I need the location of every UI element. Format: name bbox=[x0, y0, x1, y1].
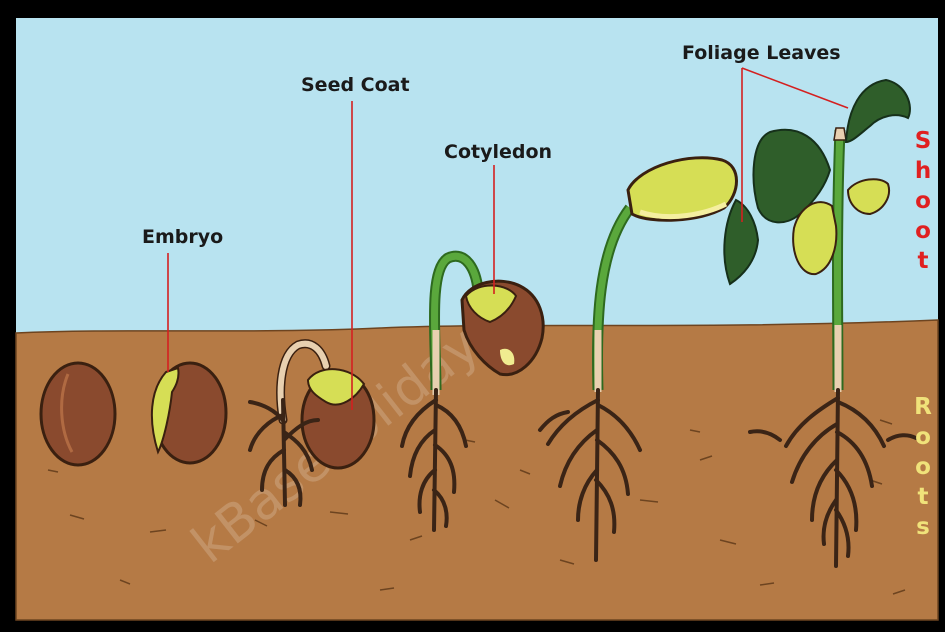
cotyledon-label: Cotyledon bbox=[444, 141, 552, 163]
shoot-letter: o bbox=[908, 186, 938, 216]
shoot-letter: t bbox=[908, 246, 938, 276]
stage1-seed bbox=[41, 363, 115, 465]
shoot-letter: o bbox=[908, 216, 938, 246]
roots-letter: s bbox=[908, 512, 938, 542]
roots-letter: R bbox=[908, 392, 938, 422]
roots-label: R o o t s bbox=[908, 392, 938, 542]
seed-coat-label: Seed Coat bbox=[301, 74, 410, 96]
shoot-letter: S bbox=[908, 126, 938, 156]
roots-letter: o bbox=[908, 452, 938, 482]
shoot-letter: h bbox=[908, 156, 938, 186]
shoot-label: S h o o t bbox=[908, 126, 938, 276]
stage2-embryo-seed bbox=[152, 363, 226, 463]
roots-letter: o bbox=[908, 422, 938, 452]
roots-letter: t bbox=[908, 482, 938, 512]
foliage-leaves-label: Foliage Leaves bbox=[682, 42, 841, 64]
embryo-label: Embryo bbox=[142, 226, 223, 248]
